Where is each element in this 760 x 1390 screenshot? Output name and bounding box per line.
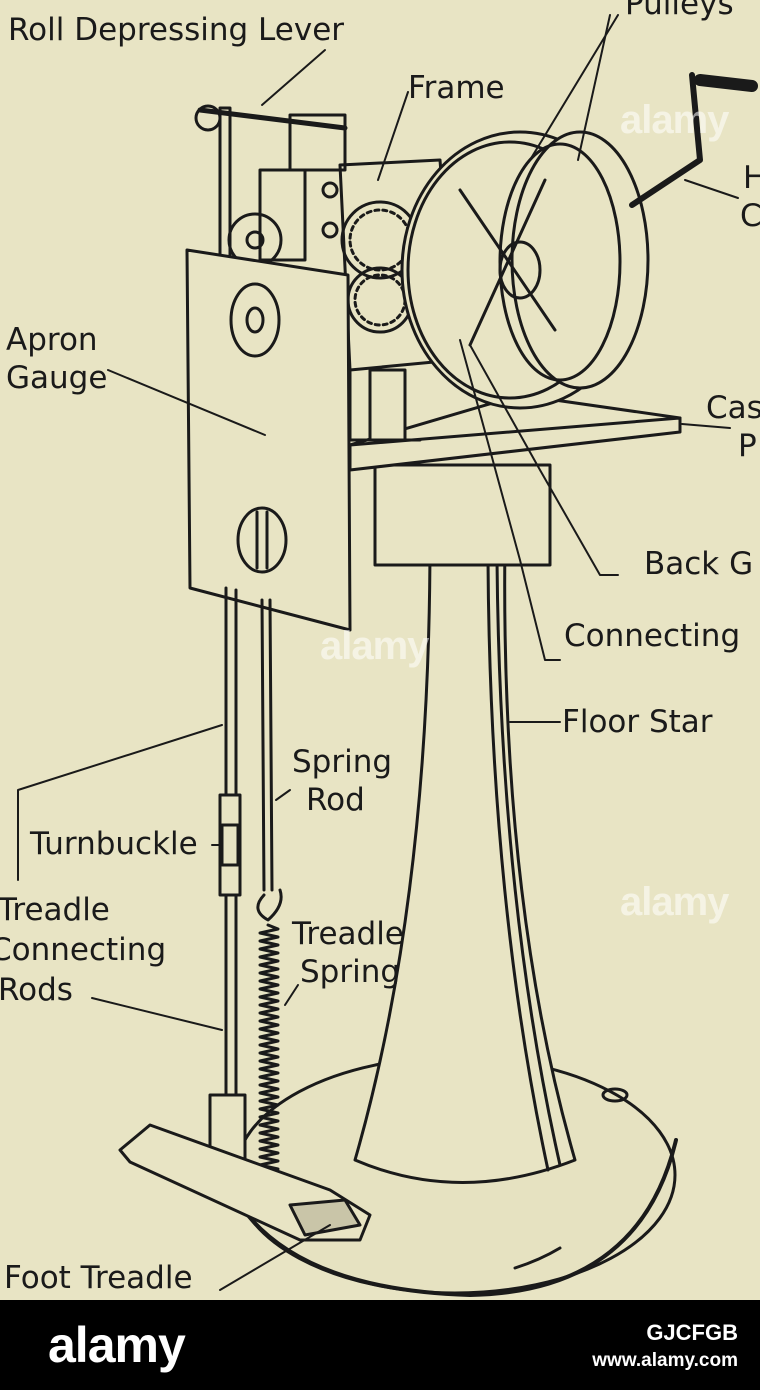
label-handle-crank-1: H	[743, 160, 760, 196]
diagram-canvas: Roll Depressing Lever Pulleys Frame H C …	[0, 0, 760, 1297]
label-casting-plate-2: P	[738, 428, 757, 464]
machine-drawing	[17, 14, 758, 1297]
footer-url[interactable]: www.alamy.com	[592, 1350, 738, 1371]
label-treadle-spring-2: Spring	[300, 954, 401, 990]
label-foot-treadle: Foot Treadle	[4, 1260, 193, 1296]
label-pulleys: Pulleys	[625, 0, 734, 22]
watermark-3: alamy	[620, 880, 729, 924]
label-apron-gauge-1: Apron	[6, 322, 98, 358]
label-floor-stand: Floor Star	[562, 704, 713, 740]
apron-gauge-plate	[185, 248, 352, 632]
spring-rod	[256, 598, 283, 1191]
label-treadle-connecting-rods-3: Rods	[0, 972, 73, 1008]
label-frame: Frame	[408, 70, 505, 106]
label-apron-gauge-2: Gauge	[6, 360, 108, 396]
treadle-spring-coils	[258, 923, 280, 1191]
label-handle-crank-2: C	[740, 198, 760, 234]
label-treadle-connecting-rods-1: Treadle	[0, 892, 110, 928]
watermark-2: alamy	[320, 624, 429, 668]
pulleys	[400, 130, 650, 410]
label-roll-depressing-lever: Roll Depressing Lever	[8, 12, 345, 48]
treadle-rods	[208, 586, 247, 1182]
label-casting-plate-1: Cas	[706, 390, 760, 426]
label-back-gear: Back G	[644, 546, 754, 582]
footer-image-id: GJCFGB	[646, 1320, 738, 1345]
column-head	[373, 463, 552, 567]
hand-crank	[629, 72, 758, 208]
footer-logo[interactable]: alamy	[48, 1317, 186, 1373]
label-connecting: Connecting	[564, 618, 741, 654]
label-treadle-spring-1: Treadle	[292, 916, 404, 952]
leader-lines	[17, 14, 739, 1291]
label-spring-rod-1: Spring	[292, 744, 393, 780]
footer-bar: alamy GJCFGB www.alamy.com	[0, 1300, 760, 1390]
label-turnbuckle: Turnbuckle	[30, 826, 198, 862]
label-treadle-connecting-rods-2: Connecting	[0, 932, 167, 968]
watermark-1: alamy	[620, 98, 729, 142]
label-spring-rod-2: Rod	[306, 782, 365, 818]
floor-stand-column	[353, 538, 577, 1184]
foot-treadle	[118, 1123, 372, 1242]
roll-lever-assembly	[194, 104, 348, 268]
